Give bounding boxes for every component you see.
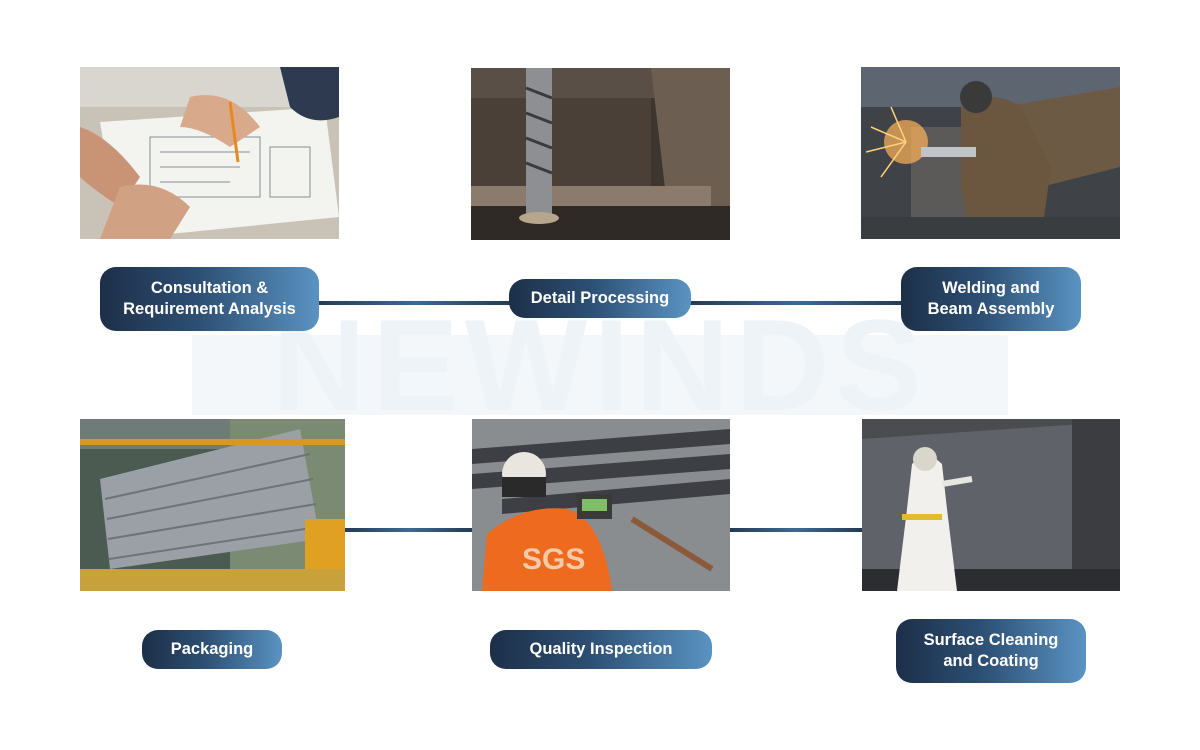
step-packaging: Packaging [142, 630, 282, 669]
step-welding-beam-assembly: Welding and Beam Assembly [901, 267, 1081, 331]
consultation-photo [80, 67, 339, 239]
sgs-logo-text: SGS [522, 543, 585, 576]
packaging-photo [80, 419, 345, 591]
watermark-logo-text: NEWINDS [272, 292, 928, 438]
connector-bottom-left [344, 528, 474, 532]
step-consultation-requirement-analysis: Consultation & Requirement Analysis [100, 267, 319, 331]
coating-photo [862, 419, 1120, 591]
watermark-band [192, 335, 1008, 415]
connector-top-left [315, 301, 515, 305]
step-quality-inspection: Quality Inspection [490, 630, 712, 669]
connector-top-right [688, 301, 906, 305]
welding-photo [861, 67, 1120, 239]
connector-bottom-right [729, 528, 863, 532]
quality-inspection-photo: SGS [472, 419, 730, 591]
detail-processing-photo [471, 68, 730, 240]
step-detail-processing: Detail Processing [509, 279, 691, 318]
step-surface-cleaning-coating: Surface Cleaning and Coating [896, 619, 1086, 683]
